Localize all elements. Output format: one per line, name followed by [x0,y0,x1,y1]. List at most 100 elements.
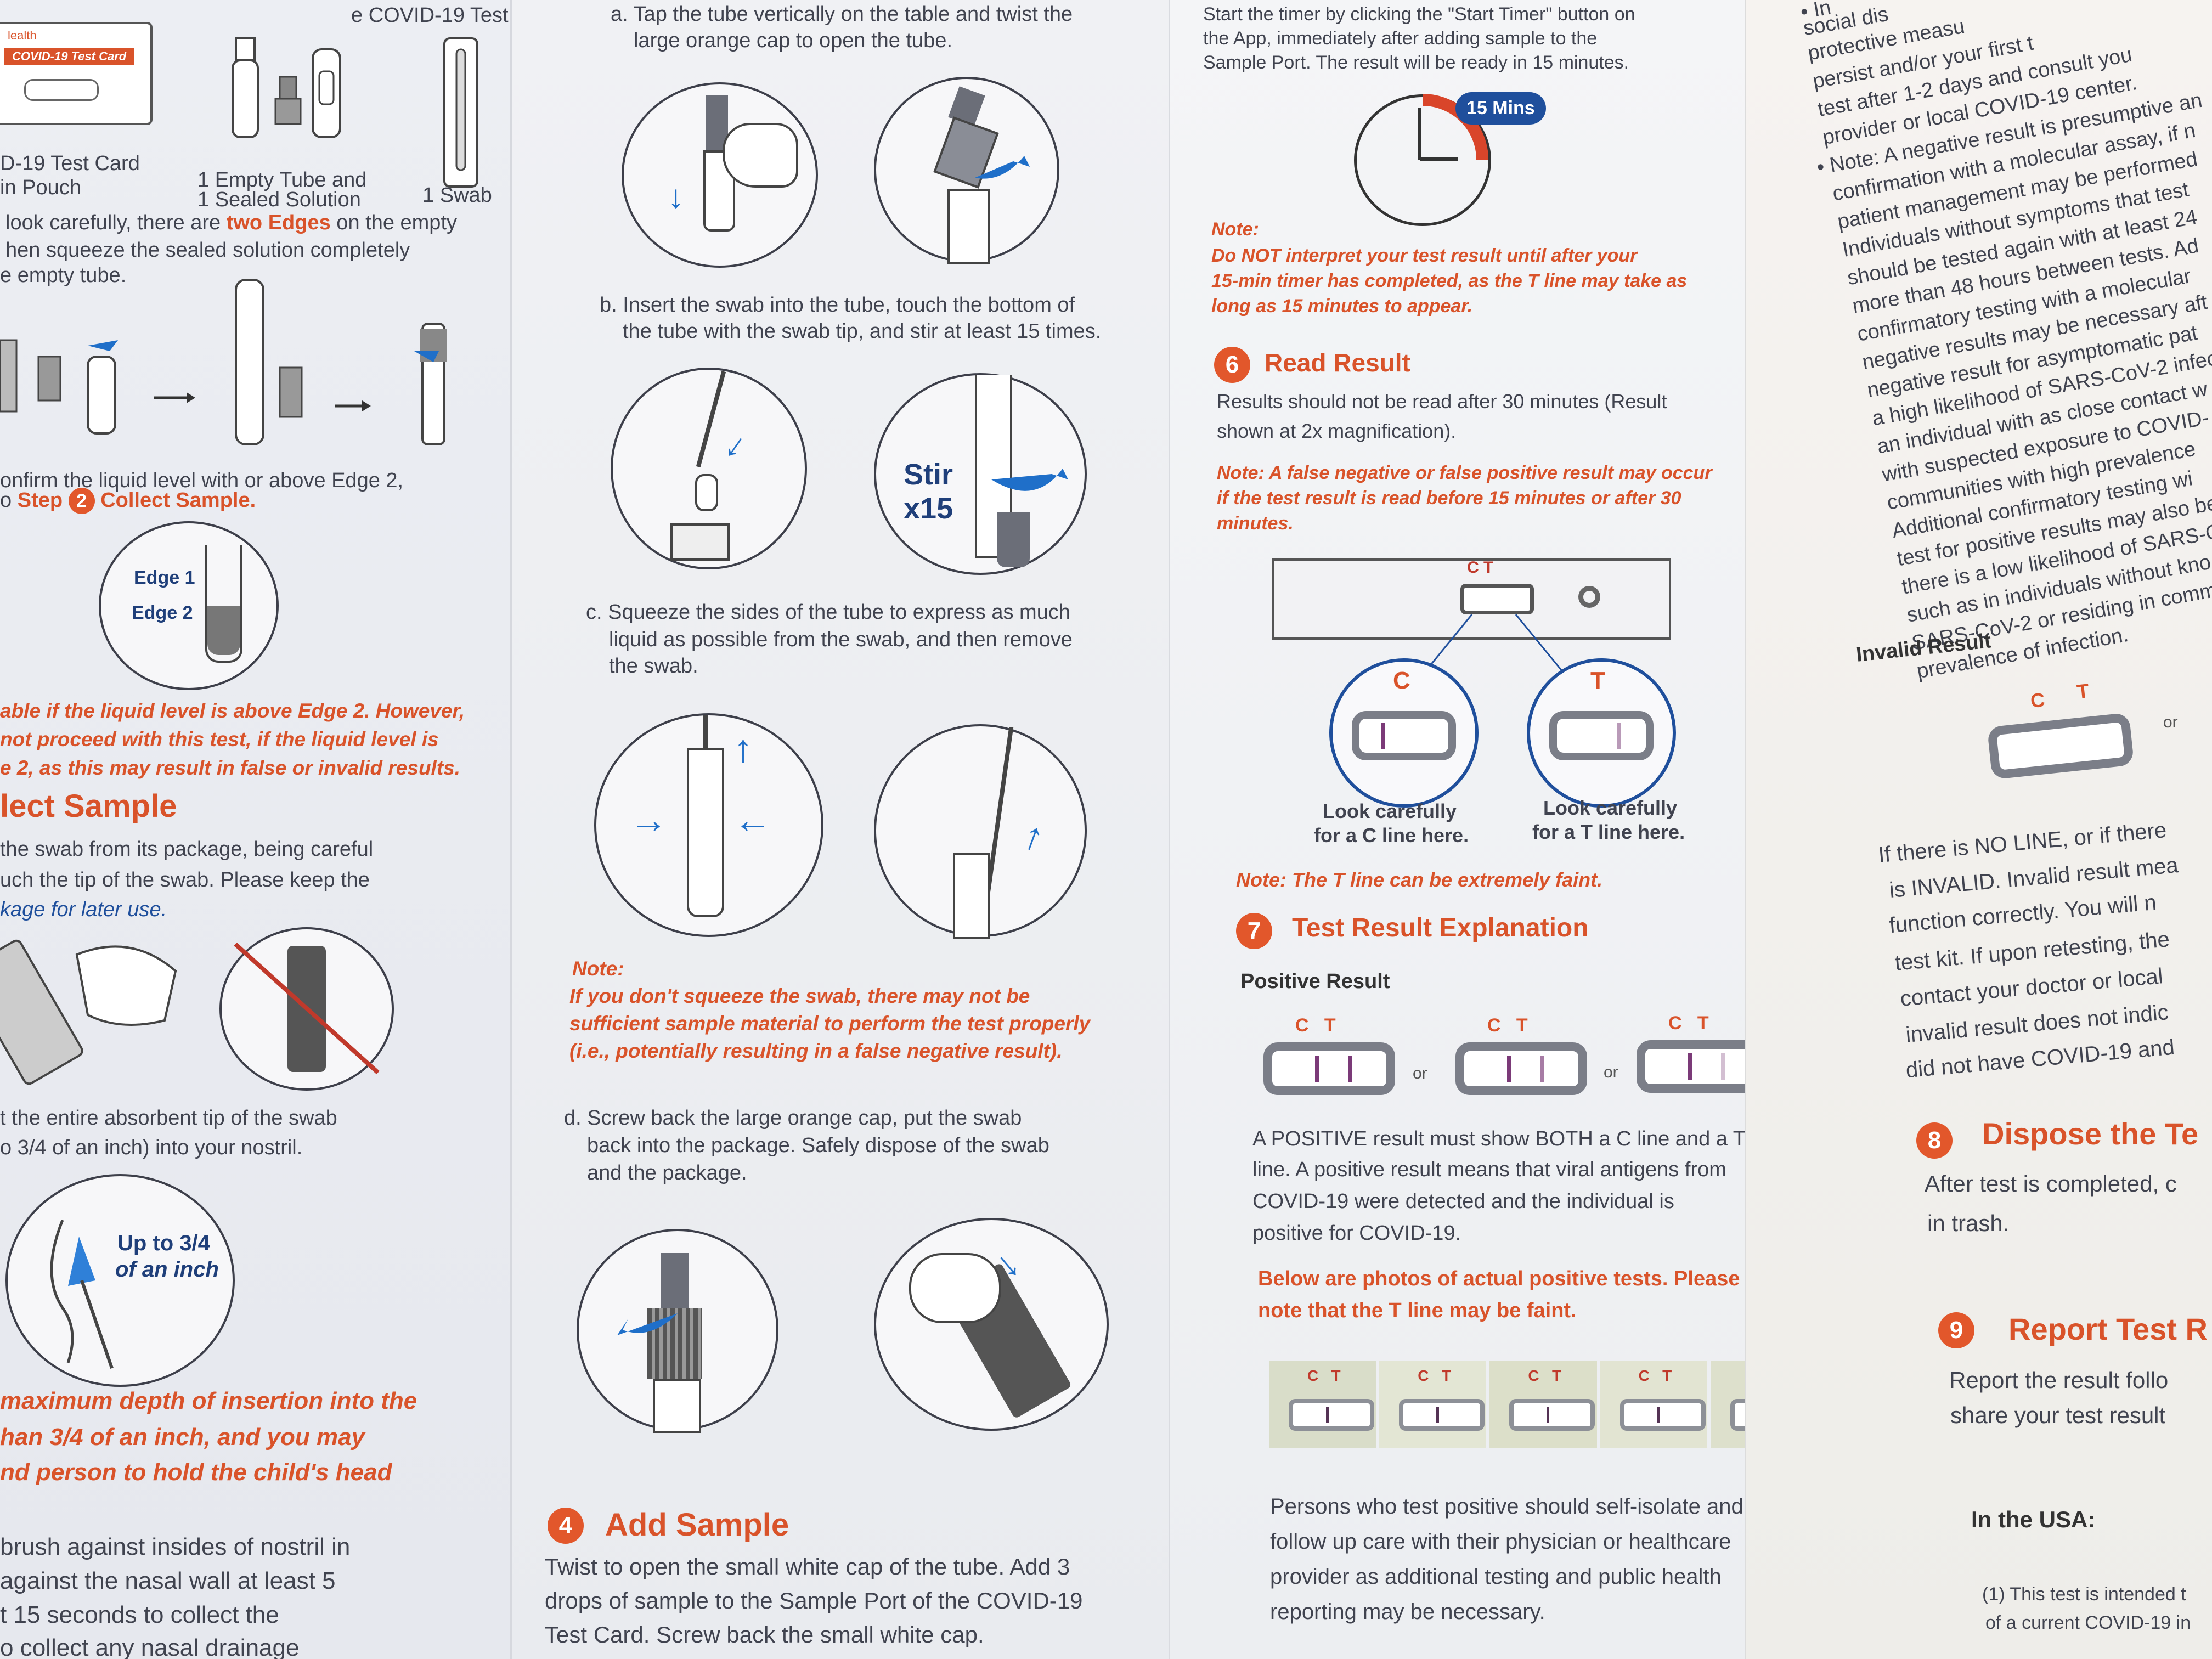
dispose-heading: Dispose the Te [1982,1116,2199,1151]
collect-text-3: kage for later use. [0,898,167,921]
step-d-line-2: back into the package. Safely dispose of… [587,1134,1049,1157]
look-c-2: for a C line here. [1314,824,1469,847]
dispose-text-1: After test is completed, c [1925,1171,2177,1197]
left-arrow-icon: ← [733,798,772,841]
down-arrow-icon: ↓ [668,178,684,215]
item-tube-solution: 1 Sealed Solution [198,188,361,211]
usa-footnote-1: (1) This test is intended t [1982,1584,2186,1605]
item-test-card: D-19 Test Card [0,152,140,175]
timer-note-1: Do NOT interpret your test result until … [1211,245,1638,266]
dispose-swab-diagram: ↓ [874,1218,1109,1431]
collect-text-2: uch the tip of the swab. Please keep the [0,868,370,891]
brush-text-2: against the nasal wall at least 5 [0,1567,336,1594]
positive-example-3: C T [1637,1013,1745,1095]
invalid-c-label: C [2029,688,2046,713]
text-fragment: e COVID-19 Test Card. [351,4,510,27]
t-label: T [1590,667,1605,694]
step-c-line-2: liquid as possible from the swab, and th… [609,628,1073,651]
up-arrow-icon: ↑ [733,727,753,770]
or-label: or [2163,713,2178,731]
depth-warning-2: han 3/4 of an inch, and you may [0,1424,365,1451]
step-a-line-1: a. Tap the tube vertically on the table … [611,3,1073,26]
timer-note-label: Note: [1211,219,1259,240]
invalid-example: C T [1983,678,2156,782]
timer-note-2: 15-min timer has completed, as the T lin… [1211,270,1688,291]
add-sample-text-1: Twist to open the small white cap of the… [545,1554,1070,1579]
brush-text-1: brush against insides of nostril in [0,1533,351,1560]
insert-text-1: t the entire absorbent tip of the swab [0,1107,337,1130]
usa-footnote-2: of a current COVID-19 in [1985,1612,2191,1633]
photos-note-1: Below are photos of actual positive test… [1258,1267,1740,1290]
step-b-line-1: b. Insert the swab into the tube, touch … [600,294,1075,317]
collect-sample-heading: lect Sample [0,788,177,824]
report-text-1: Report the result follo [1949,1367,2169,1393]
stir-diagram: Stir x15 [874,373,1087,575]
column-kit-contents: e COVID-19 Test Card. lealth COVID-19 Te… [0,0,510,1659]
card-brand: lealth [8,29,37,42]
positive-example-1: C T [1263,1015,1395,1097]
twist-cap-diagram [874,77,1059,264]
report-heading: Report Test R [2008,1312,2208,1346]
depth-warning-1: maximum depth of insertion into the [0,1387,417,1414]
insert-swab-diagram: ↓ [611,368,807,569]
confirm-line-1: onfirm the liquid level with or above Ed… [0,469,404,492]
no-touch-circle [219,927,394,1091]
usa-label: In the USA: [1971,1506,2096,1532]
c-line-magnifier: C [1329,658,1479,808]
report-text-2: share your test result [1950,1402,2166,1428]
or-label: or [1413,1064,1427,1082]
isolate-text-1: Persons who test positive should self-is… [1270,1494,1745,1519]
squeeze-note-3: (i.e., potentially resulting in a false … [569,1040,1063,1062]
edge2-label: Edge 2 [132,602,193,623]
of-inch-label: of an inch [115,1257,219,1282]
item-test-card-pouch: in Pouch [0,176,81,199]
level-warning-2: not proceed with this test, if the liqui… [0,728,439,751]
look-c-1: Look carefully [1323,800,1457,822]
depth-warning-3: nd person to hold the child's head [0,1459,392,1486]
test-card-diagram: C T [1272,558,1671,640]
isolate-text-3: provider as additional testing and publi… [1270,1565,1722,1589]
positive-text-2: line. A positive result means that viral… [1252,1158,1726,1181]
positive-text-1: A POSITIVE result must show BOTH a C lin… [1252,1127,1745,1150]
edge1-label: Edge 1 [134,567,195,588]
or-label: or [1604,1063,1618,1081]
level-warning-3: e 2, as this may result in false or inva… [0,757,461,779]
c-label: C [1393,667,1410,694]
step-d-line-1: d. Screw back the large orange cap, put … [564,1107,1022,1130]
up-arrow-icon: ↑ [1017,812,1051,860]
squeeze-sequence-illustration [0,279,447,445]
timer-text-2: the App, immediately after adding sample… [1203,28,1598,49]
column-sample-prep: a. Tap the tube vertically on the table … [510,0,1169,1659]
timer-badge: 15 Mins [1455,92,1546,125]
collect-text-1: the swab from its package, being careful [0,838,374,861]
add-sample-text-2: drops of sample to the Sample Port of th… [545,1588,1083,1613]
stir-count: x15 [904,492,953,525]
add-sample-heading: Add Sample [605,1507,789,1543]
item-tube: 1 Empty Tube and [198,168,367,191]
squeeze-note-label: Note: [572,957,624,980]
level-warning-1: able if the liquid level is above Edge 2… [0,699,465,722]
edges-paragraph: look carefully, there are two Edges on t… [5,211,457,234]
photos-note-2: note that the T line may be faint. [1258,1299,1577,1322]
step-d-line-3: and the package. [587,1161,747,1184]
right-arrow-icon: → [629,798,668,841]
step-4-number: 4 [548,1508,584,1544]
read-result-heading: Read Result [1265,348,1410,377]
read-text-1: Results should not be read after 30 minu… [1217,390,1667,413]
t-line-magnifier: T [1527,658,1676,808]
faint-note: Note: The T line can be extremely faint. [1236,868,1603,891]
look-t-2: for a T line here. [1532,821,1685,843]
brush-text-3: t 15 seconds to collect the [0,1601,279,1628]
add-sample-text-3: Test Card. Screw back the small white ca… [545,1622,984,1647]
timer-note-3: long as 15 minutes to appear. [1211,296,1473,317]
look-t-1: Look carefully [1543,797,1678,819]
tap-tube-diagram: ↓ [622,82,818,268]
swab-package-illustration [0,939,177,1085]
step-c-line-1: c. Squeeze the sides of the tube to expr… [586,601,1070,624]
card-label: COVID-19 Test Card [4,48,134,65]
squeeze-note-2: sufficient sample material to perform th… [569,1012,1091,1035]
item-swab: 1 Swab [422,184,492,207]
column-read-result: Start the timer by clicking the "Start T… [1169,0,1745,1659]
step-c-line-3: the swab. [609,654,698,678]
positive-result-label: Positive Result [1240,970,1390,993]
